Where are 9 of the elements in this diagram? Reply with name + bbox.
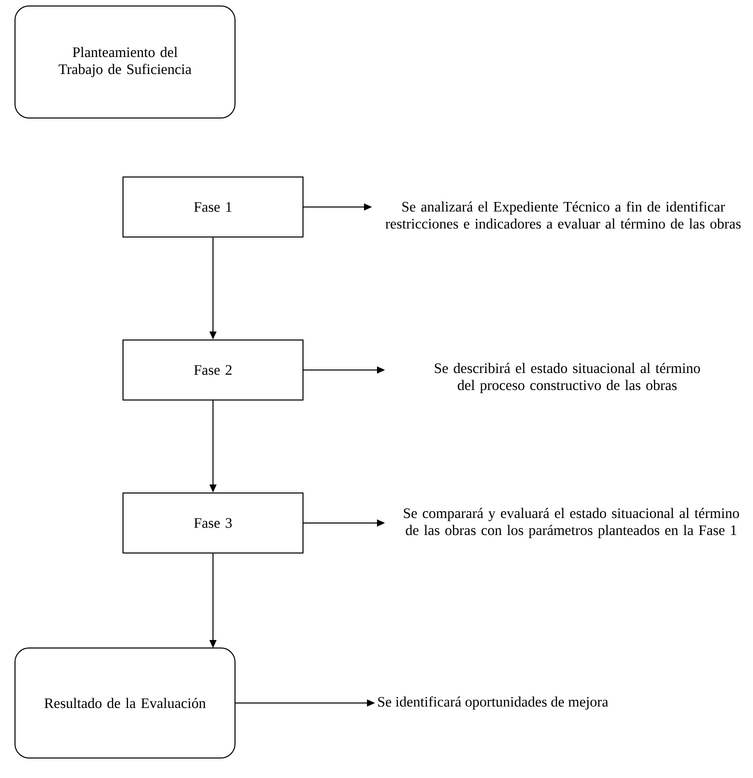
process-box: Fase 2 [122,340,304,400]
rounded-box: Resultado de la Evaluación [14,648,236,758]
description-text: Se identificará oportunidades de mejora [378,696,608,710]
rounded-box: Planteamiento del Trabajo de Suficiencia [14,6,236,118]
description-text: Se describirá el estado situacional al término del proceso constructivo de las obras [434,362,700,394]
process-box: Fase 3 [122,492,304,554]
description-text: Se analizará el Expediente Técnico a fin de identificar restricciones e indicadores a evaluar al término de las obras [386,201,741,229]
process-box: Fase 1 [122,176,304,238]
description-text: Se comparará y evaluará el estado situacional al término de las obras con los parámetros planteados en la Fase 1 [404,508,739,538]
